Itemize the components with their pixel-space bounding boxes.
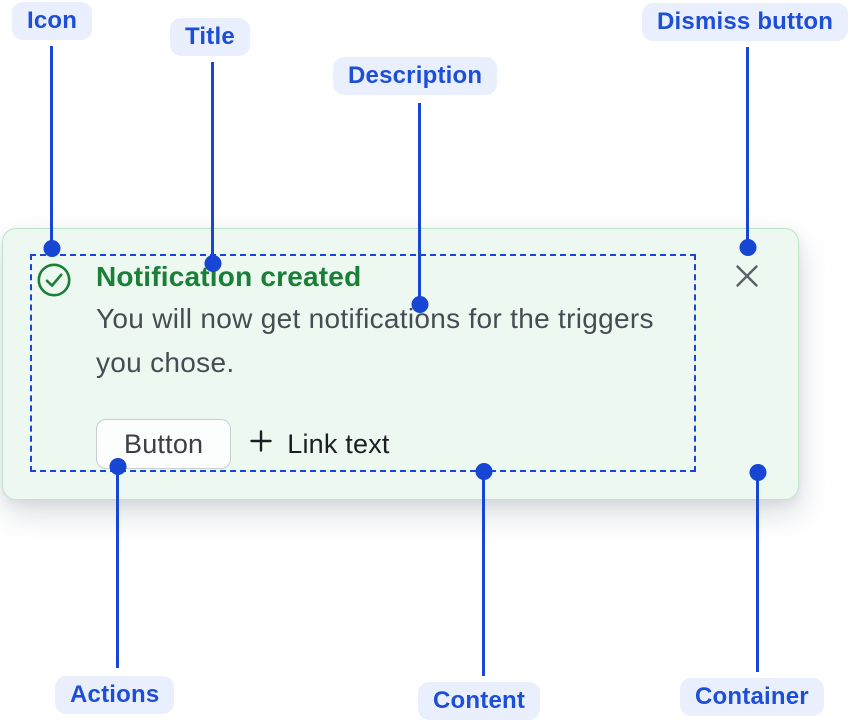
icon-connector-dot <box>43 240 60 257</box>
actions-connector-dot <box>109 458 126 475</box>
toast-title: Notification created <box>96 261 362 292</box>
icon-connector-line <box>43 46 60 257</box>
add-link[interactable]: Link text <box>248 428 389 461</box>
action-button-label: Button <box>124 428 204 459</box>
dismiss-connector-dot <box>739 239 756 256</box>
container-connector-line <box>749 464 766 672</box>
annotation-label-actions: Actions <box>55 676 175 714</box>
annotation-label-container: Container <box>680 678 824 716</box>
toast-actions: Button Link text <box>96 419 390 469</box>
plus-icon <box>248 428 274 461</box>
close-icon <box>733 262 761 293</box>
add-link-label: Link text <box>287 428 390 459</box>
actions-connector-line <box>109 458 126 668</box>
toast-description: You will now get notifications for the t… <box>96 303 654 378</box>
annotation-label-content: Content <box>418 682 541 720</box>
content-connector-line <box>475 463 492 676</box>
container-connector-dot <box>749 464 766 481</box>
description-connector-line <box>411 103 428 313</box>
annotation-label-description: Description <box>333 57 498 95</box>
description-connector-dot <box>411 296 428 313</box>
title-connector-line <box>204 62 221 272</box>
annotation-label-dismiss-button: Dismiss button <box>642 3 849 41</box>
annotation-label-title: Title <box>170 18 250 56</box>
content-connector-dot <box>475 463 492 480</box>
dismiss-button[interactable] <box>729 259 765 295</box>
check-circle-icon <box>36 262 72 298</box>
annotation-label-icon: Icon <box>12 2 93 40</box>
dismiss-connector-line <box>739 47 756 256</box>
title-connector-dot <box>204 255 221 272</box>
